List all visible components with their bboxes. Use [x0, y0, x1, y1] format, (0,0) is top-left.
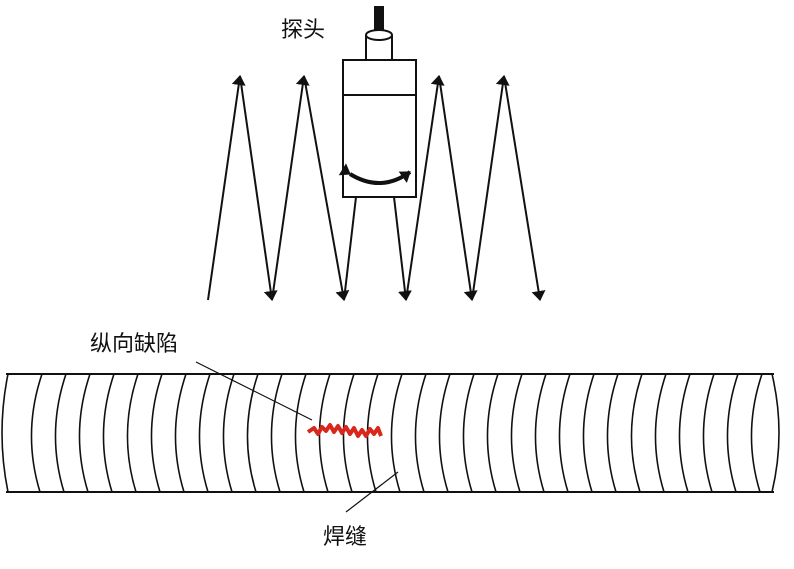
weld-seam — [606, 373, 619, 493]
weld-seam — [438, 373, 451, 493]
weld-seam — [534, 373, 547, 493]
weld-seam — [726, 373, 739, 493]
defect-leader-line — [195, 361, 313, 421]
weld-seam — [486, 373, 499, 493]
weld-seam — [222, 373, 235, 493]
pipe-right-end — [771, 373, 780, 493]
weld-seam — [54, 373, 67, 493]
probe-cable — [374, 6, 384, 34]
pipe-left-end — [1, 373, 9, 493]
weld-seam — [414, 373, 427, 493]
weld-seam — [462, 373, 475, 493]
weld-seam — [246, 373, 259, 493]
weld-label: 焊缝 — [323, 525, 368, 550]
probe-body — [342, 59, 417, 96]
weld-seam — [270, 373, 283, 493]
weld-seam — [102, 373, 115, 493]
rotation-arrow — [338, 163, 412, 185]
weld-seam — [30, 373, 43, 493]
weld-seam — [510, 373, 523, 493]
weld-seam — [702, 373, 715, 493]
probe-label: 探头 — [281, 18, 326, 43]
weld-seam — [150, 373, 163, 493]
weld-leader-line — [345, 471, 399, 513]
weld-seam — [558, 373, 571, 493]
weld-seam — [654, 373, 667, 493]
weld-seam — [294, 373, 307, 493]
weld-seam — [582, 373, 595, 493]
weld-seam — [174, 373, 187, 493]
zigzag-beam-left — [207, 75, 357, 301]
weld-seam — [678, 373, 691, 493]
weld-seam — [318, 373, 331, 493]
weld-seam — [750, 373, 763, 493]
zigzag-beam-right — [393, 75, 546, 301]
longitudinal-defect — [306, 423, 383, 438]
weld-seam — [198, 373, 211, 493]
weld-seam — [390, 373, 403, 493]
weld-seam — [78, 373, 91, 493]
spiral-weld-seams — [1, 373, 780, 493]
pipe — [1, 373, 780, 493]
weld-seam — [630, 373, 643, 493]
defect-label: 纵向缺陷 — [90, 332, 179, 357]
probe-connector-top — [365, 29, 393, 41]
weld-seam — [126, 373, 139, 493]
